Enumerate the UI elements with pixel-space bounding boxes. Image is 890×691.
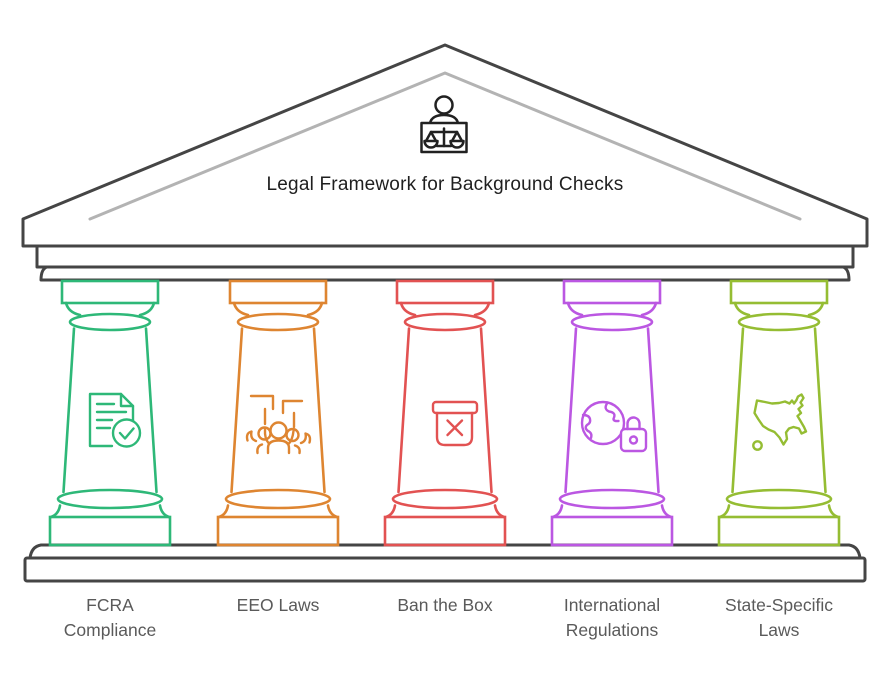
inner-pediment-line	[88, 71, 802, 221]
label-line: Ban the Box	[397, 595, 493, 615]
base-line	[28, 543, 862, 560]
pillar-state-specific-laws	[717, 279, 841, 547]
globe-lock-icon	[580, 400, 648, 453]
base-slab	[23, 556, 867, 583]
document-check-icon	[88, 392, 142, 448]
label-international-regulations: International Regulations	[522, 593, 702, 643]
frieze-band	[35, 244, 855, 269]
label-line: EEO Laws	[236, 595, 320, 615]
diagram-title: Legal Framework for Background Checks	[266, 174, 624, 195]
label-line: FCRA	[86, 595, 134, 615]
label-line: State-Specific	[725, 595, 833, 615]
label-line: Compliance	[63, 620, 157, 640]
label-line: International	[563, 595, 661, 615]
judge-scales-icon	[420, 95, 468, 154]
label-fcra-compliance: FCRA Compliance	[20, 593, 200, 643]
molding-band	[39, 265, 851, 282]
label-line: Regulations	[565, 620, 659, 640]
label-state-specific-laws: State-Specific Laws	[689, 593, 869, 643]
usa-map-icon	[752, 393, 808, 451]
label-eeo-laws: EEO Laws	[188, 593, 368, 618]
people-rights-icon	[245, 394, 312, 455]
banned-box-icon	[431, 400, 479, 447]
label-line: Laws	[758, 620, 800, 640]
label-ban-the-box: Ban the Box	[355, 593, 535, 618]
pillar-eeo-laws	[216, 279, 340, 547]
